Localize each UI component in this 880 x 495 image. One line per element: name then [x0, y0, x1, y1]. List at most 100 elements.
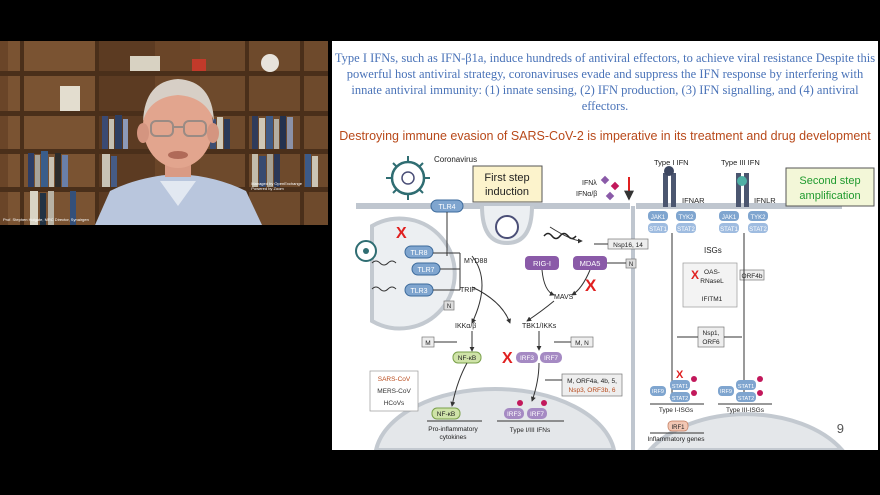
slide-page-number: 9 — [836, 421, 844, 436]
jak1-right: JAK1 — [719, 211, 739, 221]
first-step-box — [472, 165, 543, 203]
svg-text:ORF6: ORF6 — [702, 339, 720, 346]
virus-legend — [369, 370, 419, 412]
mavs-x-mark: X — [585, 276, 597, 295]
svg-text:ORF4b: ORF4b — [742, 273, 763, 280]
orf-inhibitor-box: M, ORF4a, 4b, 5, Nsp3, ORF3b, 6 — [561, 373, 623, 397]
svg-text:IRF9: IRF9 — [652, 389, 664, 395]
irf-x-mark: X — [502, 350, 513, 367]
irf3-cytoplasm: IRF3 — [516, 352, 538, 363]
ifitm1-label: IFITM1 — [702, 296, 723, 303]
ifnab-label: IFNα/β — [576, 191, 597, 198]
stat2-right: STAT2 — [748, 223, 768, 233]
isgf3-complex-left: IRF9 STAT1 STAT2 — [650, 376, 697, 402]
first-step-line-2: induction — [485, 186, 529, 198]
svg-text:N: N — [447, 304, 451, 310]
stat2-left: STAT2 — [676, 223, 696, 233]
svg-text:M, N: M, N — [575, 340, 589, 347]
oas-line-2: RNaseL — [700, 278, 724, 285]
svg-text:STAT2: STAT2 — [738, 396, 754, 402]
m-inhibitor-box: M — [421, 336, 435, 348]
proinflam-line-1: Pro-inflammatory — [428, 426, 478, 433]
svg-text:IRF3: IRF3 — [520, 355, 534, 362]
svg-text:Nsp1,: Nsp1, — [703, 330, 720, 337]
speaker-name-caption: Prof. Stephen Holgate, MRC Director, Syn… — [3, 217, 89, 222]
coronavirus-label: Coronavirus — [434, 155, 477, 164]
svg-text:JAK1: JAK1 — [651, 215, 666, 221]
tlr4-x-mark: X — [396, 225, 407, 242]
n-inhibitor-box-mda5: N — [625, 258, 637, 269]
n-inhibitor-box-left: N — [443, 300, 455, 311]
svg-text:TYK2: TYK2 — [750, 215, 766, 221]
orf4b-inhibitor-box: ORF4b — [739, 269, 765, 281]
nsp16-inhibitor-box: Nsp16, 14 — [607, 238, 649, 250]
irf7-nucleus: IRF7 — [527, 408, 547, 419]
stat1-left: STAT1 — [648, 223, 668, 233]
svg-text:M, ORF4a, 4b, 5,: M, ORF4a, 4b, 5, — [567, 378, 617, 385]
svg-text:Nsp3, ORF3b, 6: Nsp3, ORF3b, 6 — [569, 387, 616, 394]
ikk-label: IKKα/β — [455, 323, 476, 330]
tlr3-receptor: TLR3 — [404, 283, 434, 297]
irf1-box: IRF1 — [667, 420, 689, 432]
oas-line-1: OAS- — [704, 269, 720, 276]
watermark-line-1: Managed by OpenExchange — [251, 181, 302, 186]
isgs-label: ISGs — [704, 246, 722, 255]
svg-text:IRF7: IRF7 — [530, 411, 544, 418]
svg-text:Nsp16, 14: Nsp16, 14 — [613, 242, 643, 249]
proinflam-line-2: cytokines — [439, 434, 467, 441]
stat-x-mark: X — [676, 369, 684, 381]
svg-text:STAT1: STAT1 — [720, 227, 738, 233]
tbk1-label: TBK1/IKKs — [522, 323, 557, 330]
tyk2-left: TYK2 — [676, 211, 696, 221]
svg-text:STAT2: STAT2 — [672, 396, 688, 402]
svg-text:M: M — [425, 340, 430, 347]
isg-box — [682, 262, 738, 308]
ifna-label: IFNλ — [582, 180, 597, 187]
legend-sars: SARS-CoV — [378, 376, 411, 383]
oas-x-mark: X — [691, 268, 699, 282]
slide-headline: Destroying immune evasion of SARS-CoV-2 … — [339, 129, 871, 143]
svg-text:IRF9: IRF9 — [720, 389, 732, 395]
svg-text:RIG-I: RIG-I — [533, 259, 551, 268]
svg-text:TYK2: TYK2 — [678, 215, 694, 221]
svg-text:TLR3: TLR3 — [410, 288, 427, 295]
ifnar-label: IFNAR — [682, 196, 705, 205]
svg-text:NF-κB: NF-κB — [437, 411, 455, 418]
irf7-cytoplasm: IRF7 — [540, 352, 562, 363]
first-step-line-1: First step — [484, 172, 529, 184]
rig-i-sensor: RIG-I — [525, 256, 559, 270]
jak1-left: JAK1 — [648, 211, 668, 221]
irf3-nucleus: IRF3 — [504, 408, 524, 419]
nsp1-inhibitor-box: Nsp1, ORF6 — [697, 326, 725, 348]
mn-inhibitor-box: M, N — [570, 336, 594, 348]
type-ifns-label: Type I/III IFNs — [510, 427, 551, 434]
shared-slide: Type I IFNs, such as IFN-β1a, induce hun… — [332, 41, 878, 450]
svg-text:TLR4: TLR4 — [438, 204, 455, 211]
svg-text:TLR8: TLR8 — [410, 250, 427, 257]
svg-text:IRF1: IRF1 — [671, 425, 685, 431]
tlr4-receptor: TLR4 — [430, 199, 464, 213]
legend-mers: MERS-CoV — [377, 388, 411, 395]
tlr7-receptor: TLR7 — [411, 262, 441, 276]
ifnlr-receptor — [736, 173, 749, 207]
second-step-line-2: amplification — [799, 190, 860, 202]
nucleus-left — [373, 387, 617, 450]
legend-hcovs: HCoVs — [384, 400, 405, 407]
svg-text:IRF3: IRF3 — [507, 411, 521, 418]
type3-ifn-label: Type III IFN — [721, 158, 760, 167]
mavs-label: MAVS — [554, 294, 574, 301]
speaker-video: Prof. Stephen Holgate, MRC Director, Syn… — [0, 41, 328, 225]
svg-text:IRF7: IRF7 — [544, 355, 558, 362]
endosome-virus-icon — [355, 240, 377, 262]
type-iii-isgs-label: Type III-ISGs — [726, 407, 765, 414]
watermark-line-2: Powered by Zoom — [251, 186, 284, 191]
ifnar-receptor — [663, 166, 676, 207]
inflammatory-genes-label: Inflammatory genes — [647, 436, 705, 443]
endocytosed-virus — [495, 215, 519, 239]
svg-text:MDA5: MDA5 — [580, 259, 601, 268]
svg-text:STAT2: STAT2 — [677, 227, 695, 233]
slide-intro-text: Type I IFNs, such as IFN-β1a, induce hun… — [334, 51, 876, 113]
svg-text:NF-κB: NF-κB — [458, 355, 476, 362]
coronavirus-icon — [386, 156, 430, 200]
type1-ifn-label: Type I IFN — [654, 158, 689, 167]
